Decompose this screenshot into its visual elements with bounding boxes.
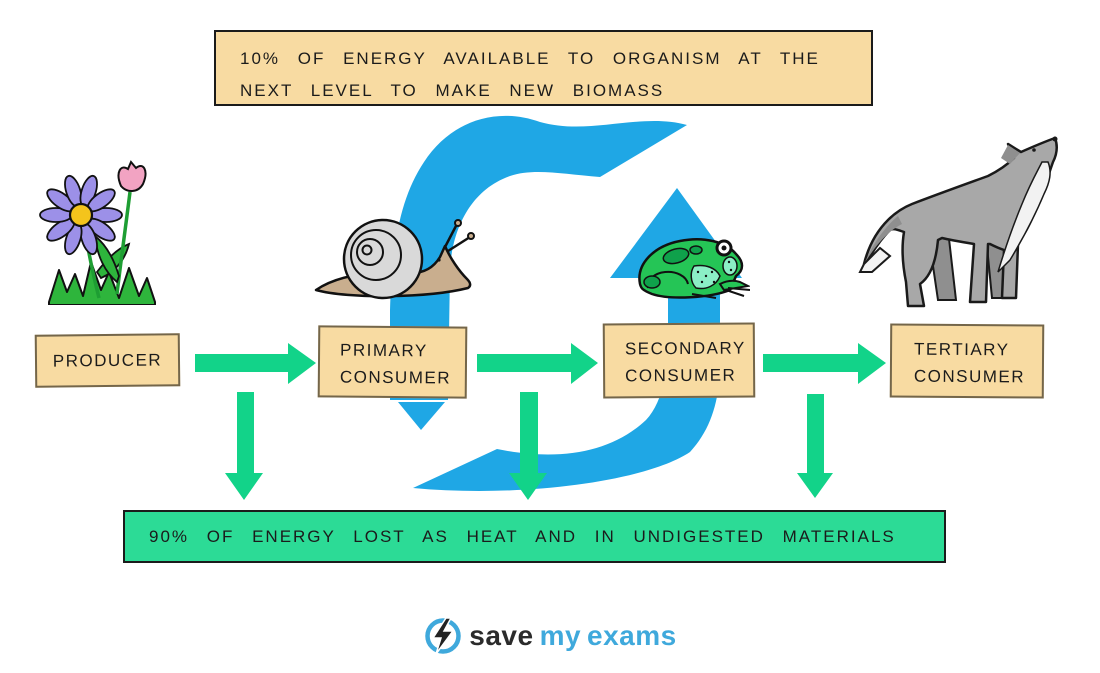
frog-spots: [696, 260, 733, 284]
wolf-illustration: [858, 136, 1058, 308]
daisy-center: [68, 202, 94, 228]
snail-illustration: [314, 218, 475, 300]
wolf-ear: [1001, 145, 1020, 164]
flower-illustration: [39, 160, 156, 305]
lightning-bolt-circle-icon: [425, 617, 462, 655]
primary-consumer-box: PRIMARY CONSUMER: [317, 325, 468, 399]
wolf-tail-tip: [858, 246, 892, 273]
snail-shell: [342, 218, 424, 300]
arrow-producer-to-primary-consumer: [195, 343, 316, 384]
wolf-chest-stripe: [997, 161, 1051, 273]
ten-percent-energy-banner: 10% OF ENERGY AVAILABLE TO ORGANISM AT T…: [214, 30, 873, 106]
frog-illustration: [638, 237, 750, 299]
snail-antenna: [447, 235, 471, 253]
tertiary-consumer-label: TERTIARY CONSUMER: [913, 339, 1026, 387]
logo-text-save: save: [469, 620, 534, 651]
cycle-arrow-top-head: [398, 402, 445, 430]
producer-label: PRODUCER: [52, 350, 163, 371]
frog-skin-patch: [643, 275, 661, 289]
secondary-consumer-label: SECONDARY CONSUMER: [624, 338, 746, 386]
frog-toes: [691, 287, 750, 299]
ninety-percent-loss-banner: 90% OF ENERGY LOST AS HEAT AND IN UNDIGE…: [123, 510, 946, 563]
banner-line: 10% OF ENERGY AVAILABLE TO ORGANISM AT T…: [240, 49, 820, 68]
wolf-eye: [1032, 148, 1036, 152]
snail-shell-spiral: [361, 244, 373, 256]
tulip-flower: [117, 160, 147, 192]
secondary-consumer-box: SECONDARY CONSUMER: [602, 322, 756, 399]
wolf-tail-shade: [864, 216, 902, 264]
daisy-petals: [39, 174, 123, 256]
logo-text-exams: exams: [587, 620, 677, 651]
snail-antenna-tip: [467, 232, 475, 240]
cycle-arrow-top: [390, 115, 687, 400]
savemyexams-logo: save my exams: [0, 613, 1100, 659]
primary-consumer-label: PRIMARY CONSUMER: [339, 340, 452, 388]
energy-loss-arrow-producer: [225, 392, 263, 500]
grass: [48, 261, 156, 305]
snail-antenna: [442, 223, 459, 250]
frog-front-foot: [718, 279, 750, 292]
logo-text-my: my: [539, 620, 582, 651]
snail-eye: [437, 258, 441, 262]
producer-box: PRODUCER: [34, 333, 181, 388]
frog-chest: [722, 256, 738, 276]
banner-text: 90% OF ENERGY LOST AS HEAT AND IN UNDIGE…: [149, 527, 896, 546]
snail-antenna-tip: [454, 219, 462, 227]
frog-pupil: [721, 245, 727, 251]
energy-loss-arrow-primary-consumer: [509, 392, 547, 500]
snail-shell-spiral: [350, 229, 402, 281]
wolf-nose: [1052, 136, 1058, 142]
energy-loss-arrow-secondary-consumer: [797, 394, 833, 498]
frog-skin-patch: [689, 245, 703, 255]
arrow-secondary-to-tertiary-consumer: [763, 343, 886, 384]
tulip-stem: [115, 191, 132, 295]
frog-skin-patch: [662, 247, 690, 265]
snail-shell-spiral: [356, 238, 384, 266]
tertiary-consumer-box: TERTIARY CONSUMER: [889, 323, 1045, 399]
banner-line: NEXT LEVEL TO MAKE NEW BIOMASS: [240, 81, 665, 100]
arrow-primary-to-secondary-consumer: [477, 343, 598, 384]
